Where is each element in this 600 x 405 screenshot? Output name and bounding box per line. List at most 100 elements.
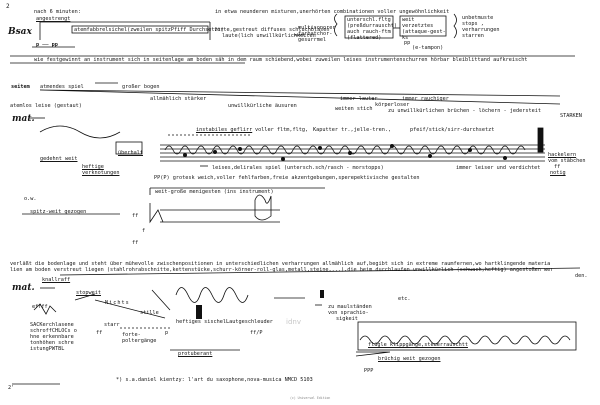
note-10 (503, 156, 507, 160)
hairpin-1 (39, 89, 561, 105)
system2-right-a: hackelern (548, 152, 577, 158)
system2-ff: ff (132, 213, 139, 219)
box-phrase-a (71, 25, 209, 34)
note-1 (183, 153, 187, 157)
scribble-box (175, 287, 249, 303)
figure-hand (254, 194, 272, 221)
black-block-1 (196, 305, 202, 319)
box-phrase-f (399, 15, 447, 37)
system1-bruchen: zu unwillkürlichen brüchen - löchern - j… (388, 108, 542, 114)
watermark: idnv (286, 318, 301, 326)
system2-kaputter: Kaputter tr.,jelle-tren., (313, 127, 392, 133)
bracket-header (39, 21, 211, 40)
system2-right-b: vom stäbchen (548, 158, 586, 164)
system1-line1: wie festgewinnt an instrument sich in se… (34, 57, 528, 63)
system1-atmendes: atmendes spiel (40, 84, 84, 90)
note-4 (281, 157, 285, 161)
system3-mat: mat. (12, 283, 35, 293)
diag-line-1 (94, 299, 166, 319)
system3-ff-low: ff (96, 330, 103, 336)
system3-fn-r: ff/P (250, 330, 263, 336)
system3-sach1: SACKerchlasene (30, 322, 74, 328)
system3-sach4: tonhöhen schre (30, 340, 74, 346)
line-hs (160, 209, 280, 223)
system3-effff: effff (32, 304, 48, 310)
system2-ow: o.w. (24, 196, 37, 202)
note-6 (348, 151, 352, 155)
rest-line1: in etwa neunderen mixturen,unerhörten co… (215, 9, 450, 15)
system3-ppp: PPP (364, 368, 374, 374)
system1-atemlos: atemlos leise (gestaut) (10, 103, 82, 109)
note-3 (238, 147, 242, 151)
system1-bogen: großer bogen (122, 84, 160, 90)
phrase-g: unbetmuste stops , verharrungen starren (462, 15, 500, 39)
note-7 (390, 144, 394, 148)
system3-sigkeit: sigkeit (336, 316, 358, 322)
phrase-e: unterschl.fltg (preßdurrauscht) auch rau… (347, 17, 397, 41)
system2-instabil: instabiles geflirr (196, 127, 253, 133)
system2-voller: voller fltm,fltg, (255, 127, 309, 133)
system3-knallraff: knallraff (42, 277, 71, 283)
instrument-label: Bsax (8, 27, 32, 37)
system2-right-c: ff (554, 164, 561, 170)
system2-f: f (142, 228, 146, 234)
system3-forte: forte- (122, 332, 141, 338)
brace-1 (334, 13, 338, 37)
footer-page-number: 2' (8, 385, 15, 391)
right-bar (537, 127, 544, 153)
system2-immer-verdich: immer leiser und verdichtet (456, 165, 541, 171)
system1-lauter: immer lauter (340, 96, 378, 102)
system2-mat: mat. (12, 114, 35, 124)
system1-staerker: allmählich stärker (150, 96, 207, 102)
phrase-b: forte,gestreut diffuses schluchblasen (214, 27, 330, 33)
bracket-weit (149, 187, 325, 195)
system2-verknotungen: verknotungen (82, 170, 120, 176)
box-ubertrag (115, 141, 143, 155)
phrase-a: atemfabbrelsichel(zweilen spitzPfiff Dur… (74, 27, 224, 33)
system3-bruchig: brüchig weit gezogen (378, 356, 441, 362)
system2-pp-grotesk: PP(P) grotesk weich,voller fehlfarben,fr… (154, 175, 420, 181)
system3-stille: stille (140, 310, 159, 316)
system1-starken: STARKEN (560, 113, 582, 119)
system2-spitze: spitz-weit gezogen (30, 209, 87, 215)
figure-sack (33, 303, 57, 315)
figure-upper (149, 203, 164, 224)
system1-stich: weiten stich (335, 106, 373, 112)
system3-zu-maul: zu maulständen (328, 304, 372, 310)
system3-protuberant: protuberant (178, 351, 213, 357)
pp-label: p ── pp (36, 42, 58, 48)
note-2 (213, 150, 217, 154)
black-block-2 (320, 290, 324, 298)
system3-sach2: schroffCHLOCs o (30, 328, 77, 334)
note-8 (428, 154, 432, 158)
footnote: *) s.a.daniel kientzy: l'art du saxophon… (116, 377, 313, 383)
system2-leises: leises,delirales spiel (untersch.sch/ras… (212, 165, 384, 171)
wave-brittle (359, 335, 571, 345)
system2-ubertrag: überhalt (118, 150, 143, 156)
system3-sach5: istungPWTBL (30, 346, 65, 352)
note-9 (468, 148, 472, 152)
system3-brittle: flügle klippgänge,steuerrauschtt (368, 342, 468, 348)
tampon-label: (e-tampon) (412, 45, 444, 51)
system1-seitem: seitem (11, 84, 30, 90)
staff-system2 (160, 144, 545, 162)
hairpin-ppp (355, 351, 391, 357)
system3-sach3: hne erkennbare (30, 334, 74, 340)
phrase-f: weit verzetztes (attaque-gest-ks (402, 17, 446, 41)
pp-small: pp (404, 40, 411, 46)
system3-starr: starr (104, 322, 120, 328)
system3-poltergaenge: poltergänge (122, 338, 157, 344)
curve-system2 (39, 125, 121, 139)
system3-line2: lien am boden verstreut liegen (stahlroh… (10, 267, 554, 273)
angestrengt-label: angestrengt (36, 16, 71, 22)
system2-gedehnt: gedehnt weit (40, 156, 78, 162)
brittle-box (357, 321, 577, 351)
credit-line: (c) Universal Edition (290, 396, 331, 400)
system1-rauchig: immer rauchiger (402, 96, 449, 102)
arrow-stopweit (74, 293, 96, 301)
system3-line1: verläßt die bodenlage und steht über müh… (10, 261, 551, 267)
system2-heftige: heftige (82, 164, 104, 170)
system3-nichts: Nichts (105, 300, 130, 306)
system2-right-d: notig (550, 170, 566, 176)
